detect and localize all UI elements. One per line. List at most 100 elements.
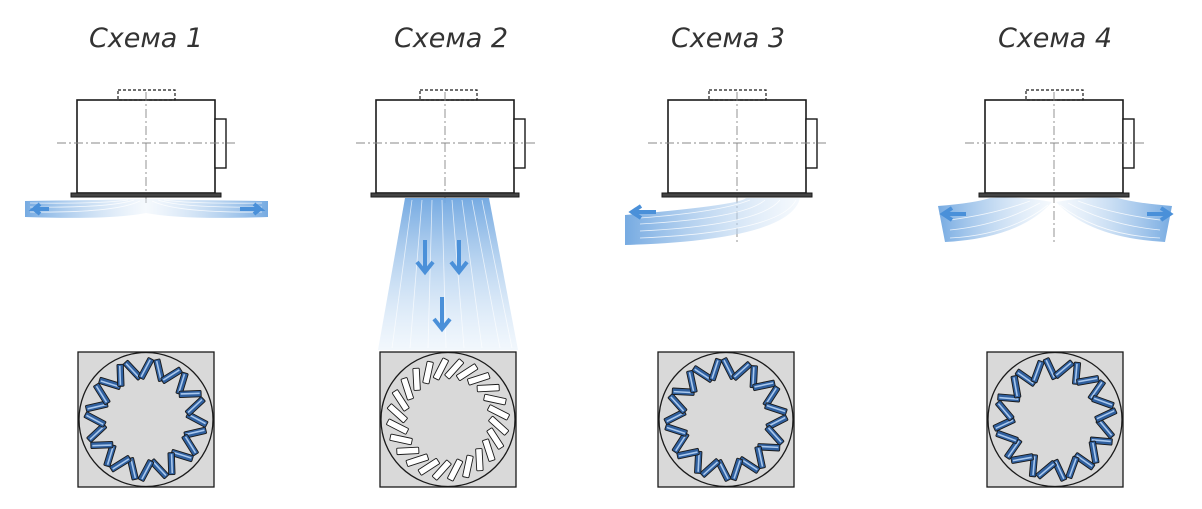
diffuser-blade	[476, 383, 500, 393]
scheme-3-unit	[648, 89, 826, 245]
diffuser-blade-highlight	[100, 380, 120, 388]
diffuser-blade-highlight	[87, 403, 107, 410]
scheme-2-title: Схема 2	[394, 23, 508, 54]
diffuser-blade-highlight	[697, 452, 700, 472]
diffuser-blade-highlight	[999, 396, 1019, 400]
diffuser-blade-highlight	[155, 360, 162, 380]
diffuser-blade-highlight	[688, 372, 695, 392]
diffuser-blade-highlight	[172, 451, 192, 459]
arrow-left-icon	[28, 202, 49, 216]
diffuser-blade-highlight	[759, 445, 779, 449]
diffuser-blade-highlight	[1098, 420, 1113, 436]
diffuser-blade	[417, 458, 440, 476]
diffuser-blade-highlight	[1032, 456, 1036, 476]
diffuser-blade-highlight	[678, 451, 698, 457]
diffuser-blade-highlight	[1091, 439, 1111, 443]
diffuser-blade	[456, 363, 479, 381]
diffuser-blade-highlight	[1045, 359, 1055, 378]
diffuser-blade-highlight	[702, 461, 719, 476]
scheme-2-unit	[356, 89, 535, 205]
diffuser-blade	[389, 433, 413, 446]
diffuser-blade-highlight	[180, 392, 200, 395]
arrow-left-icon	[628, 204, 656, 220]
diffuser-blade-highlight	[188, 413, 206, 425]
scheme-2-diffuser-panel	[379, 351, 517, 488]
diffuser-blade	[422, 360, 434, 385]
diffuser-blade-highlight	[125, 363, 140, 379]
diffuser-blade-highlight	[740, 458, 758, 471]
diffuser-blade	[488, 415, 509, 436]
diffuser-blade-highlight	[997, 403, 1012, 419]
diffuser-blade-highlight	[112, 458, 130, 470]
scheme-1-title: Схема 1	[89, 23, 203, 54]
diffuser-blade-highlight	[1033, 362, 1042, 381]
scheme-4-airflow	[938, 197, 1174, 242]
diffuser-blade-highlight	[106, 446, 114, 465]
diffuser-blade-highlight	[184, 436, 197, 454]
scheme-4-title: Схема 4	[998, 23, 1112, 54]
diffuser-blade-highlight	[141, 461, 152, 480]
diffuser-blade-highlight	[95, 385, 108, 403]
diffuser-blade	[400, 377, 414, 401]
diffuser-blade-highlight	[666, 426, 686, 435]
diffuser-blade-highlight	[118, 365, 122, 385]
diffuser-blade-highlight	[1092, 442, 1097, 462]
diffuser-blade-highlight	[1007, 440, 1020, 458]
arrow-left-icon	[939, 206, 966, 222]
diffuser-blade	[386, 418, 409, 435]
diffuser-blade	[475, 448, 484, 472]
diffuser-blade-highlight	[178, 374, 186, 393]
scheme-1-airflow	[25, 199, 268, 218]
diffuser-blade	[432, 357, 449, 381]
scheme-1: Схема 1	[25, 23, 268, 488]
diffuser-blade	[482, 438, 496, 462]
diffuser-blade-highlight	[1068, 458, 1077, 477]
diffuser-blade-highlight	[92, 444, 112, 447]
diffuser-blade-highlight	[1078, 377, 1098, 383]
diffuser-blade-highlight	[733, 460, 741, 479]
scheme-2-airflow	[378, 198, 518, 350]
diffuser-blade-highlight	[767, 416, 786, 427]
diffuser-blade-highlight	[1074, 363, 1078, 383]
diffuser-blade-highlight	[673, 390, 693, 394]
arrow-right-icon	[1147, 206, 1174, 222]
diffuser-blade-highlight	[752, 367, 755, 387]
diffuser-blade	[391, 389, 410, 412]
diffuser-blade-highlight	[86, 414, 104, 426]
diffuser-blade-highlight	[995, 419, 1014, 430]
scheme-3-title: Схема 3	[671, 23, 785, 54]
diffuser-blade-highlight	[754, 382, 774, 388]
diffuser-blade	[396, 446, 420, 456]
diffuser-blade-highlight	[1038, 463, 1055, 477]
diffuser-blade-highlight	[718, 461, 729, 480]
diffuser-blade-highlight	[185, 429, 205, 436]
diffuser-blade-highlight	[733, 363, 750, 378]
diffuser-blade-highlight	[140, 359, 151, 378]
diffuser-blade-highlight	[1012, 456, 1032, 462]
diffuser-blade-highlight	[1055, 461, 1065, 480]
diffuser-blade-highlight	[766, 404, 786, 413]
diffuser-blade	[447, 458, 464, 482]
diffuser-blade-highlight	[187, 398, 203, 414]
diffuser-blade-highlight	[765, 387, 777, 405]
diffuser-blade-highlight	[1055, 362, 1072, 376]
diffuser-blade-highlight	[675, 434, 687, 452]
diffuser-blade	[405, 453, 429, 467]
diffuser-blade	[467, 372, 491, 386]
diffuser-blade-highlight	[152, 460, 167, 476]
diffuser-blade-highlight	[757, 447, 764, 467]
scheme-3-airflow	[625, 198, 800, 245]
diffuser-blade-highlight	[89, 425, 105, 441]
arrow-down-icon	[415, 240, 435, 276]
scheme-1-diffuser-panel	[77, 351, 215, 488]
diffuser-blade-highlight	[130, 459, 137, 479]
diffuser-blade-highlight	[723, 359, 734, 378]
diffuser-blade-highlight	[711, 360, 719, 379]
diffuser-blade-highlight	[666, 412, 685, 423]
arrow-down-icon	[449, 240, 469, 276]
diffuser-blade-highlight	[1096, 409, 1115, 420]
diffuser-blade-highlight	[670, 396, 685, 412]
diffuser-blade-highlight	[170, 454, 174, 474]
diffuser-blade	[444, 358, 464, 380]
